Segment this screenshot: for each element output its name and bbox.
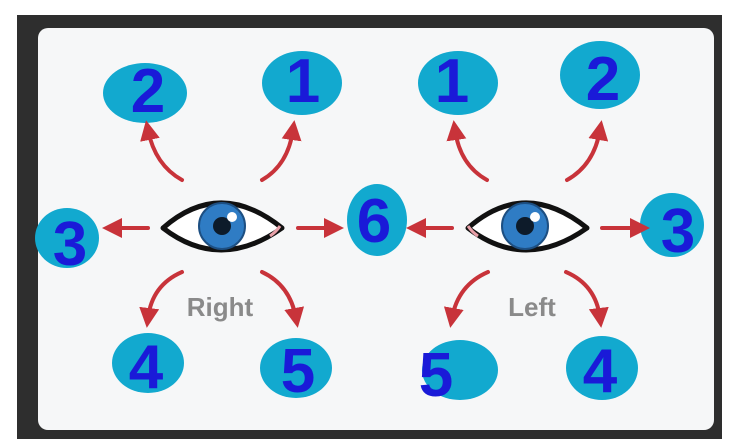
blob-center [347, 184, 407, 256]
blob-right-up-left [103, 63, 187, 123]
number-right-down-right: 5 [281, 337, 315, 406]
arrow-left-down-right [564, 270, 609, 328]
blob-right-up-right [262, 51, 342, 115]
position-blobs [35, 41, 704, 400]
right-eye-arrows [102, 120, 344, 328]
right-eye-icon [160, 200, 285, 253]
number-left-up-left: 1 [435, 47, 469, 116]
blob-right-down-left [112, 333, 184, 393]
number-right-up-left: 2 [131, 57, 165, 126]
number-left-up-right: 2 [586, 45, 620, 114]
blob-left-down-right [566, 336, 638, 400]
arrow-right-up-right [260, 120, 302, 182]
left-eye-label: Left [508, 292, 556, 322]
number-left-side: 3 [661, 197, 695, 266]
left-eye-icon [465, 200, 590, 253]
number-left-down-right: 4 [583, 337, 618, 406]
number-right-side: 3 [53, 210, 87, 279]
blob-right-down-right [260, 338, 332, 398]
position-numbers: 2 1 1 2 3 6 3 4 5 5 4 [53, 45, 695, 410]
left-eye-arrows [406, 120, 650, 328]
arrow-right-down-left [139, 270, 184, 328]
blob-left-up-left [418, 51, 498, 115]
number-right-up-right: 1 [286, 47, 320, 116]
number-right-down-left: 4 [129, 333, 164, 402]
right-eye-label: Right [187, 292, 254, 322]
arrow-right-up-left [140, 120, 184, 182]
blob-left-up-right [560, 41, 640, 109]
number-left-down-left: 5 [419, 341, 453, 410]
arrow-left-up-right [565, 120, 609, 182]
arrow-right-down-right [260, 270, 305, 328]
blob-left-down-left [422, 340, 498, 400]
arrow-left-down-left [443, 270, 490, 328]
number-center: 6 [357, 187, 391, 256]
arrow-left-up-left [446, 120, 489, 182]
blob-left-side [640, 193, 704, 257]
blob-right-side [35, 208, 99, 268]
